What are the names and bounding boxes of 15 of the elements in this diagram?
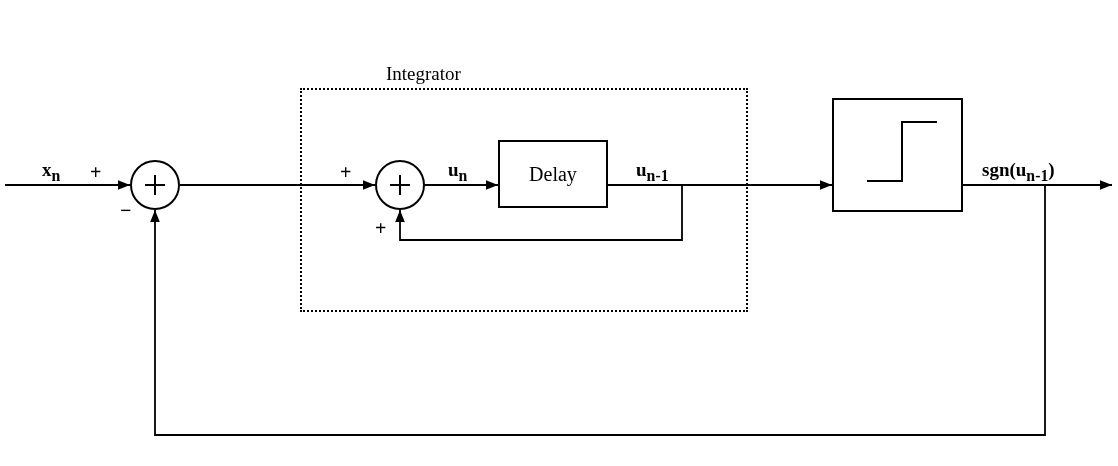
arrow — [150, 184, 1046, 436]
sign-label: − — [120, 200, 132, 220]
arrow — [179, 180, 376, 190]
arrow — [424, 180, 499, 190]
group-heading: Integrator — [386, 64, 461, 83]
sign-label: + — [375, 218, 387, 238]
sign-label: + — [90, 162, 102, 182]
arrow — [395, 184, 683, 241]
delay-block — [498, 140, 608, 208]
arrow — [4, 180, 131, 190]
sign-function-box — [832, 98, 963, 212]
summing-junction — [130, 160, 180, 210]
block-label: Delay — [529, 164, 577, 184]
sign-label: + — [340, 162, 352, 182]
summing-junction — [375, 160, 425, 210]
